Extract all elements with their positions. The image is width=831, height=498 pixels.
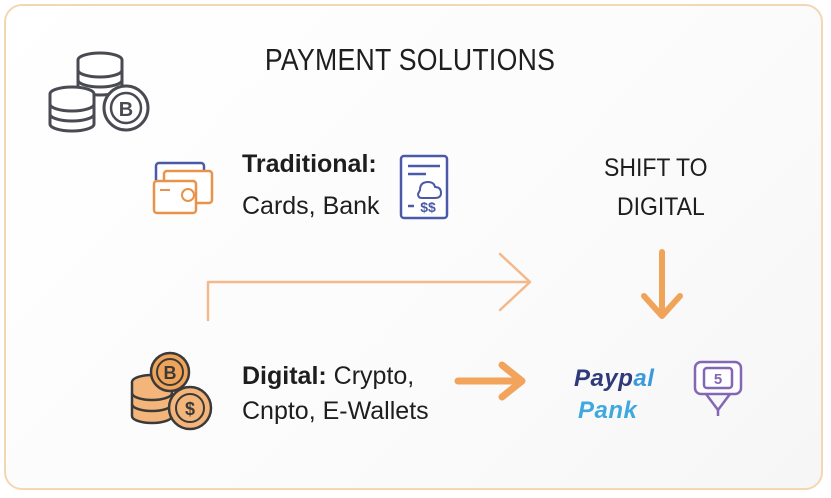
bank-statement-icon: $$ [399, 154, 449, 220]
svg-text:B: B [164, 363, 177, 383]
shift-label-line1: SHIFT TO [604, 154, 708, 182]
brand-paypal-logo: Paypal [574, 365, 654, 393]
svg-text:$$: $$ [420, 199, 436, 215]
digital-wallet-icon: 5 [693, 360, 743, 416]
coin-stack-bitcoin-icon: B [48, 51, 150, 133]
cards-cash-icon [152, 161, 214, 215]
svg-text:B: B [119, 99, 133, 121]
digital-heading: Digital: Crypto, [242, 362, 414, 391]
traditional-detail: Cards, Bank [242, 192, 380, 220]
brand-paypal-part2: al [633, 365, 655, 392]
down-arrow-icon [641, 249, 683, 319]
flow-arrow [206, 252, 532, 322]
crypto-coins-icon: B $ [130, 351, 213, 431]
svg-text:5: 5 [714, 371, 722, 388]
digital-heading-strong: Digital: [242, 362, 327, 390]
diagram-title: PAYMENT SOLUTIONS [264, 42, 556, 77]
traditional-heading: Traditional: [242, 150, 377, 178]
brand-pank-logo: Pank [578, 397, 638, 424]
right-arrow-icon [454, 361, 526, 401]
shift-label-line2: DIGITAL [617, 193, 705, 221]
digital-heading-rest: Crypto, [326, 362, 415, 390]
digital-detail: Cnpto, E-Wallets [242, 397, 429, 425]
svg-text:$: $ [185, 399, 195, 419]
brand-paypal-part1: Payp [574, 365, 634, 392]
